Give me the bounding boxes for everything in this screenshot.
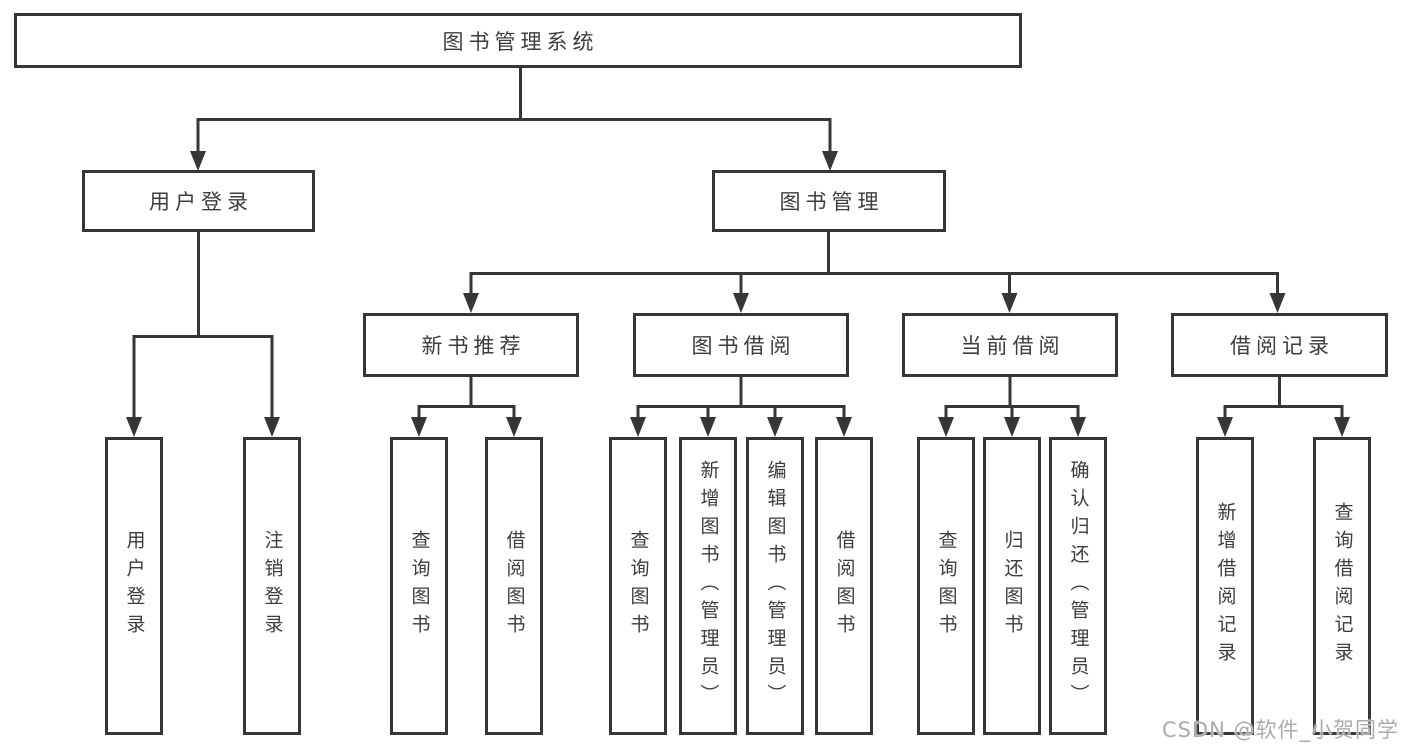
connector-root-to-level2 [190, 68, 838, 171]
node-label: 确认归还（管理员） [1067, 460, 1090, 712]
arrow-down-icon [411, 417, 427, 437]
node-user-login: 用户登录 [82, 170, 315, 232]
node-label: 新书推荐 [421, 334, 526, 358]
node-label: 图书管理 [779, 190, 884, 214]
node-label: 新增图书（管理员） [697, 460, 720, 712]
connector-new-book-children [411, 377, 522, 437]
leaf-query-books-current: 查询图书 [917, 437, 975, 735]
node-label: 借阅图书 [503, 530, 526, 642]
node-label: 归还图书 [1001, 530, 1024, 642]
leaf-user-login: 用户登录 [105, 437, 163, 735]
connector-user-login-children [126, 232, 280, 437]
node-label: 当前借阅 [960, 334, 1065, 358]
arrow-down-icon [1070, 417, 1086, 437]
connector-book-borrow-children [630, 377, 852, 437]
node-library-system: 图书管理系统 [14, 13, 1022, 68]
connector-book-management-children [463, 232, 1286, 313]
node-label: 用户登录 [123, 530, 146, 642]
node-label: 注销登录 [261, 530, 284, 642]
connector-borrow-records-children [1217, 377, 1350, 437]
node-current-borrowing: 当前借阅 [902, 313, 1118, 377]
arrow-down-icon [767, 417, 783, 437]
node-label: 用户登录 [149, 190, 253, 214]
node-book-management: 图书管理 [712, 170, 946, 232]
leaf-query-books-borrow: 查询图书 [609, 437, 667, 735]
arrow-down-icon [630, 417, 646, 437]
arrow-down-icon [506, 417, 522, 437]
leaf-edit-book-admin: 编辑图书（管理员） [746, 437, 804, 735]
arrow-down-icon [1004, 417, 1020, 437]
node-label: 图书管理系统 [442, 29, 599, 54]
arrow-down-icon [938, 417, 954, 437]
arrow-down-icon [126, 417, 142, 437]
arrow-down-icon [1001, 293, 1018, 313]
node-label: 新增借阅记录 [1214, 502, 1237, 670]
arrow-down-icon [463, 293, 479, 313]
node-label: 借阅记录 [1230, 334, 1334, 358]
arrow-down-icon [264, 417, 280, 437]
node-book-borrowing: 图书借阅 [633, 313, 849, 377]
node-label: 查询借阅记录 [1331, 502, 1354, 670]
connector-current-borrow-children [938, 377, 1086, 437]
leaf-borrow-books: 借阅图书 [815, 437, 873, 735]
arrow-down-icon [1334, 417, 1350, 437]
node-label: 查询图书 [408, 530, 431, 642]
arrow-down-icon [733, 293, 749, 313]
arrow-down-icon [190, 151, 206, 171]
leaf-add-borrow-record: 新增借阅记录 [1196, 437, 1254, 735]
node-label: 查询图书 [627, 530, 650, 642]
leaf-logout: 注销登录 [243, 437, 301, 735]
arrow-down-icon [1269, 293, 1286, 313]
leaf-query-borrow-record: 查询借阅记录 [1313, 437, 1371, 735]
arrow-down-icon [1217, 417, 1233, 437]
node-label: 借阅图书 [833, 530, 856, 642]
node-borrowing-records: 借阅记录 [1171, 313, 1388, 377]
node-label: 查询图书 [935, 530, 958, 642]
node-label: 编辑图书（管理员） [764, 460, 787, 712]
leaf-return-books: 归还图书 [983, 437, 1041, 735]
leaf-confirm-return-admin: 确认归还（管理员） [1049, 437, 1107, 735]
leaf-query-books-recommend: 查询图书 [390, 437, 448, 735]
leaf-add-book-admin: 新增图书（管理员） [679, 437, 737, 735]
node-label: 图书借阅 [691, 334, 796, 358]
arrow-down-icon [836, 417, 852, 437]
node-new-book-recommendation: 新书推荐 [363, 313, 579, 377]
leaf-borrow-books-recommend: 借阅图书 [485, 437, 543, 735]
arrow-down-icon [822, 151, 838, 171]
csdn-watermark: CSDN @软件_小贺同学 [1161, 718, 1399, 742]
arrow-down-icon [700, 417, 716, 437]
